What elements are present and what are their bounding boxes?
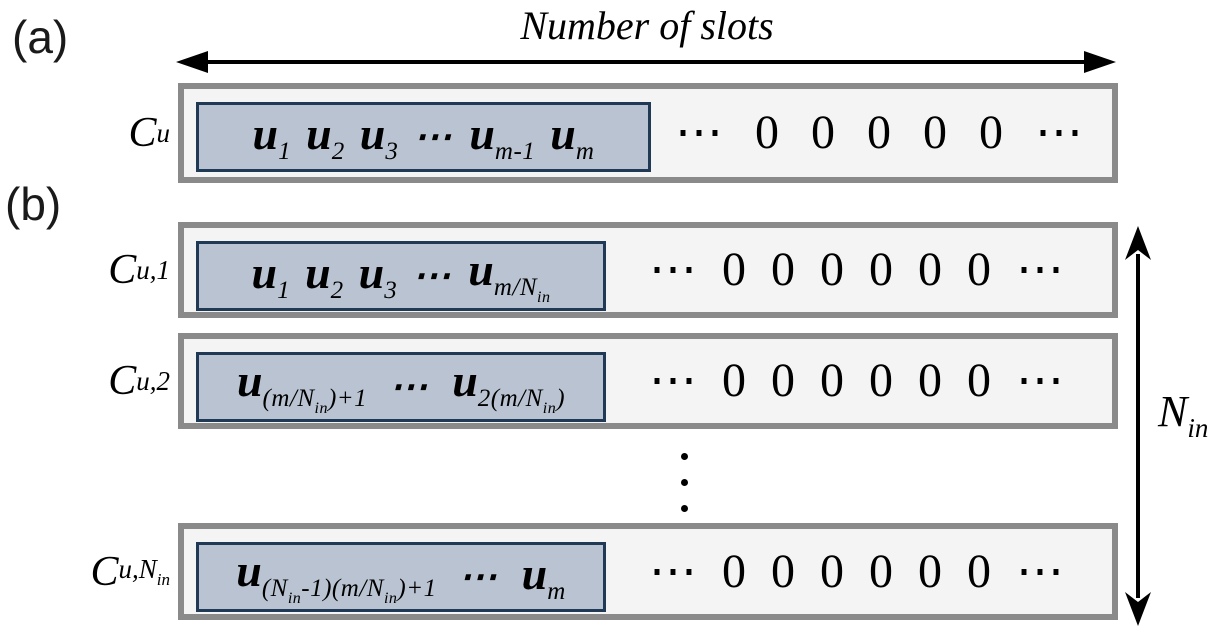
slot-symbol: u(Nin-1)(m/Nin)+1	[236, 544, 437, 607]
nested-subscript: in	[287, 589, 302, 607]
subscript: )	[556, 384, 566, 412]
slot-symbol: u1	[251, 246, 291, 304]
ellipsis: ⋯	[458, 556, 500, 598]
slot-symbol: u3	[359, 107, 399, 165]
empty-slots-text: ⋯ 0 0 0 0 0 0 ⋯	[649, 354, 1064, 407]
codeword-row-cu2: u(m/Nin)+1 ⋯ u2(m/Nin) ⋯ 0 0 0 0 0 0 ⋯	[178, 333, 1118, 429]
subscript: m/N	[493, 273, 538, 301]
nin-range-double-arrow-icon	[1125, 226, 1151, 626]
slot-symbol: um	[521, 547, 566, 605]
occupied-slots-box: u1 u2 u3 ⋯ um/Nin	[196, 241, 606, 311]
vertical-ellipsis-icon	[681, 453, 689, 531]
slot-symbol: u1	[252, 107, 292, 165]
slot-symbol: um	[550, 107, 595, 165]
occupied-slots-box: u1 u2 u3 ⋯ um-1 um	[196, 102, 651, 172]
codeword-row-cu: u1 u2 u3 ⋯ um-1 um ⋯ 0 0 0 0 0 ⋯	[178, 83, 1118, 183]
row-label-base: C	[108, 358, 137, 404]
slot-symbol: um/Nin	[468, 243, 551, 306]
nested-subscript: in	[314, 399, 328, 417]
row-label-sub: u,N	[118, 553, 157, 584]
empty-slots-text: ⋯ 0 0 0 0 0 0 ⋯	[649, 544, 1064, 598]
codeword-row-cun: u(Nin-1)(m/Nin)+1 ⋯ um ⋯ 0 0 0 0 0 0 ⋯	[178, 523, 1118, 620]
empty-slots-text: ⋯ 0 0 0 0 0 0 ⋯	[649, 243, 1064, 296]
empty-slots-text: ⋯ 0 0 0 0 0 ⋯	[675, 106, 1083, 159]
slot-symbol: u3	[358, 246, 398, 304]
nin-label-base: N	[1158, 387, 1188, 436]
nin-label: Nin	[1158, 390, 1208, 442]
slot-symbol: um-1	[469, 107, 536, 165]
nin-label-sub: in	[1187, 413, 1209, 443]
subscript: )+1	[397, 574, 437, 602]
subscript: )+1	[327, 384, 368, 412]
slot-symbol: u2(m/Nin)	[452, 354, 566, 417]
row-label-nested-sub: in	[156, 569, 170, 589]
nested-subscript: in	[537, 288, 551, 306]
subscript: (m/N	[262, 384, 315, 412]
subscript: (N	[261, 574, 288, 602]
slot-symbol: u2	[305, 246, 344, 304]
slot-symbol: u2	[306, 107, 345, 165]
ellipsis: ⋯	[389, 366, 431, 408]
row-label-sub: u	[156, 117, 171, 148]
occupied-slots-box: u(m/Nin)+1 ⋯ u2(m/Nin)	[196, 352, 606, 422]
panel-b-label: (b)	[5, 178, 62, 230]
row-label-base: C	[128, 110, 157, 156]
ellipsis: ⋯	[413, 116, 455, 158]
panel-a-label: (a)	[12, 11, 69, 63]
slots-width-double-arrow-icon	[176, 51, 1116, 73]
row-label-sub: u,1	[136, 254, 170, 285]
number-of-slots-label: Number of slots	[520, 3, 774, 48]
row-label-sub: u,2	[136, 365, 170, 396]
subscript: 2(m/N	[477, 384, 543, 412]
occupied-slots-box: u(Nin-1)(m/Nin)+1 ⋯ um	[196, 542, 606, 612]
subscript: -1)(m/N	[301, 574, 384, 602]
row-label-base: C	[108, 247, 137, 293]
ellipsis: ⋯	[412, 255, 454, 297]
codeword-row-cu1: u1 u2 u3 ⋯ um/Nin ⋯ 0 0 0 0 0 0 ⋯	[178, 222, 1118, 318]
nested-subscript: in	[383, 589, 398, 607]
nested-subscript: in	[542, 399, 557, 417]
slot-symbol: u(m/Nin)+1	[236, 354, 368, 417]
row-label-base: C	[90, 548, 119, 595]
